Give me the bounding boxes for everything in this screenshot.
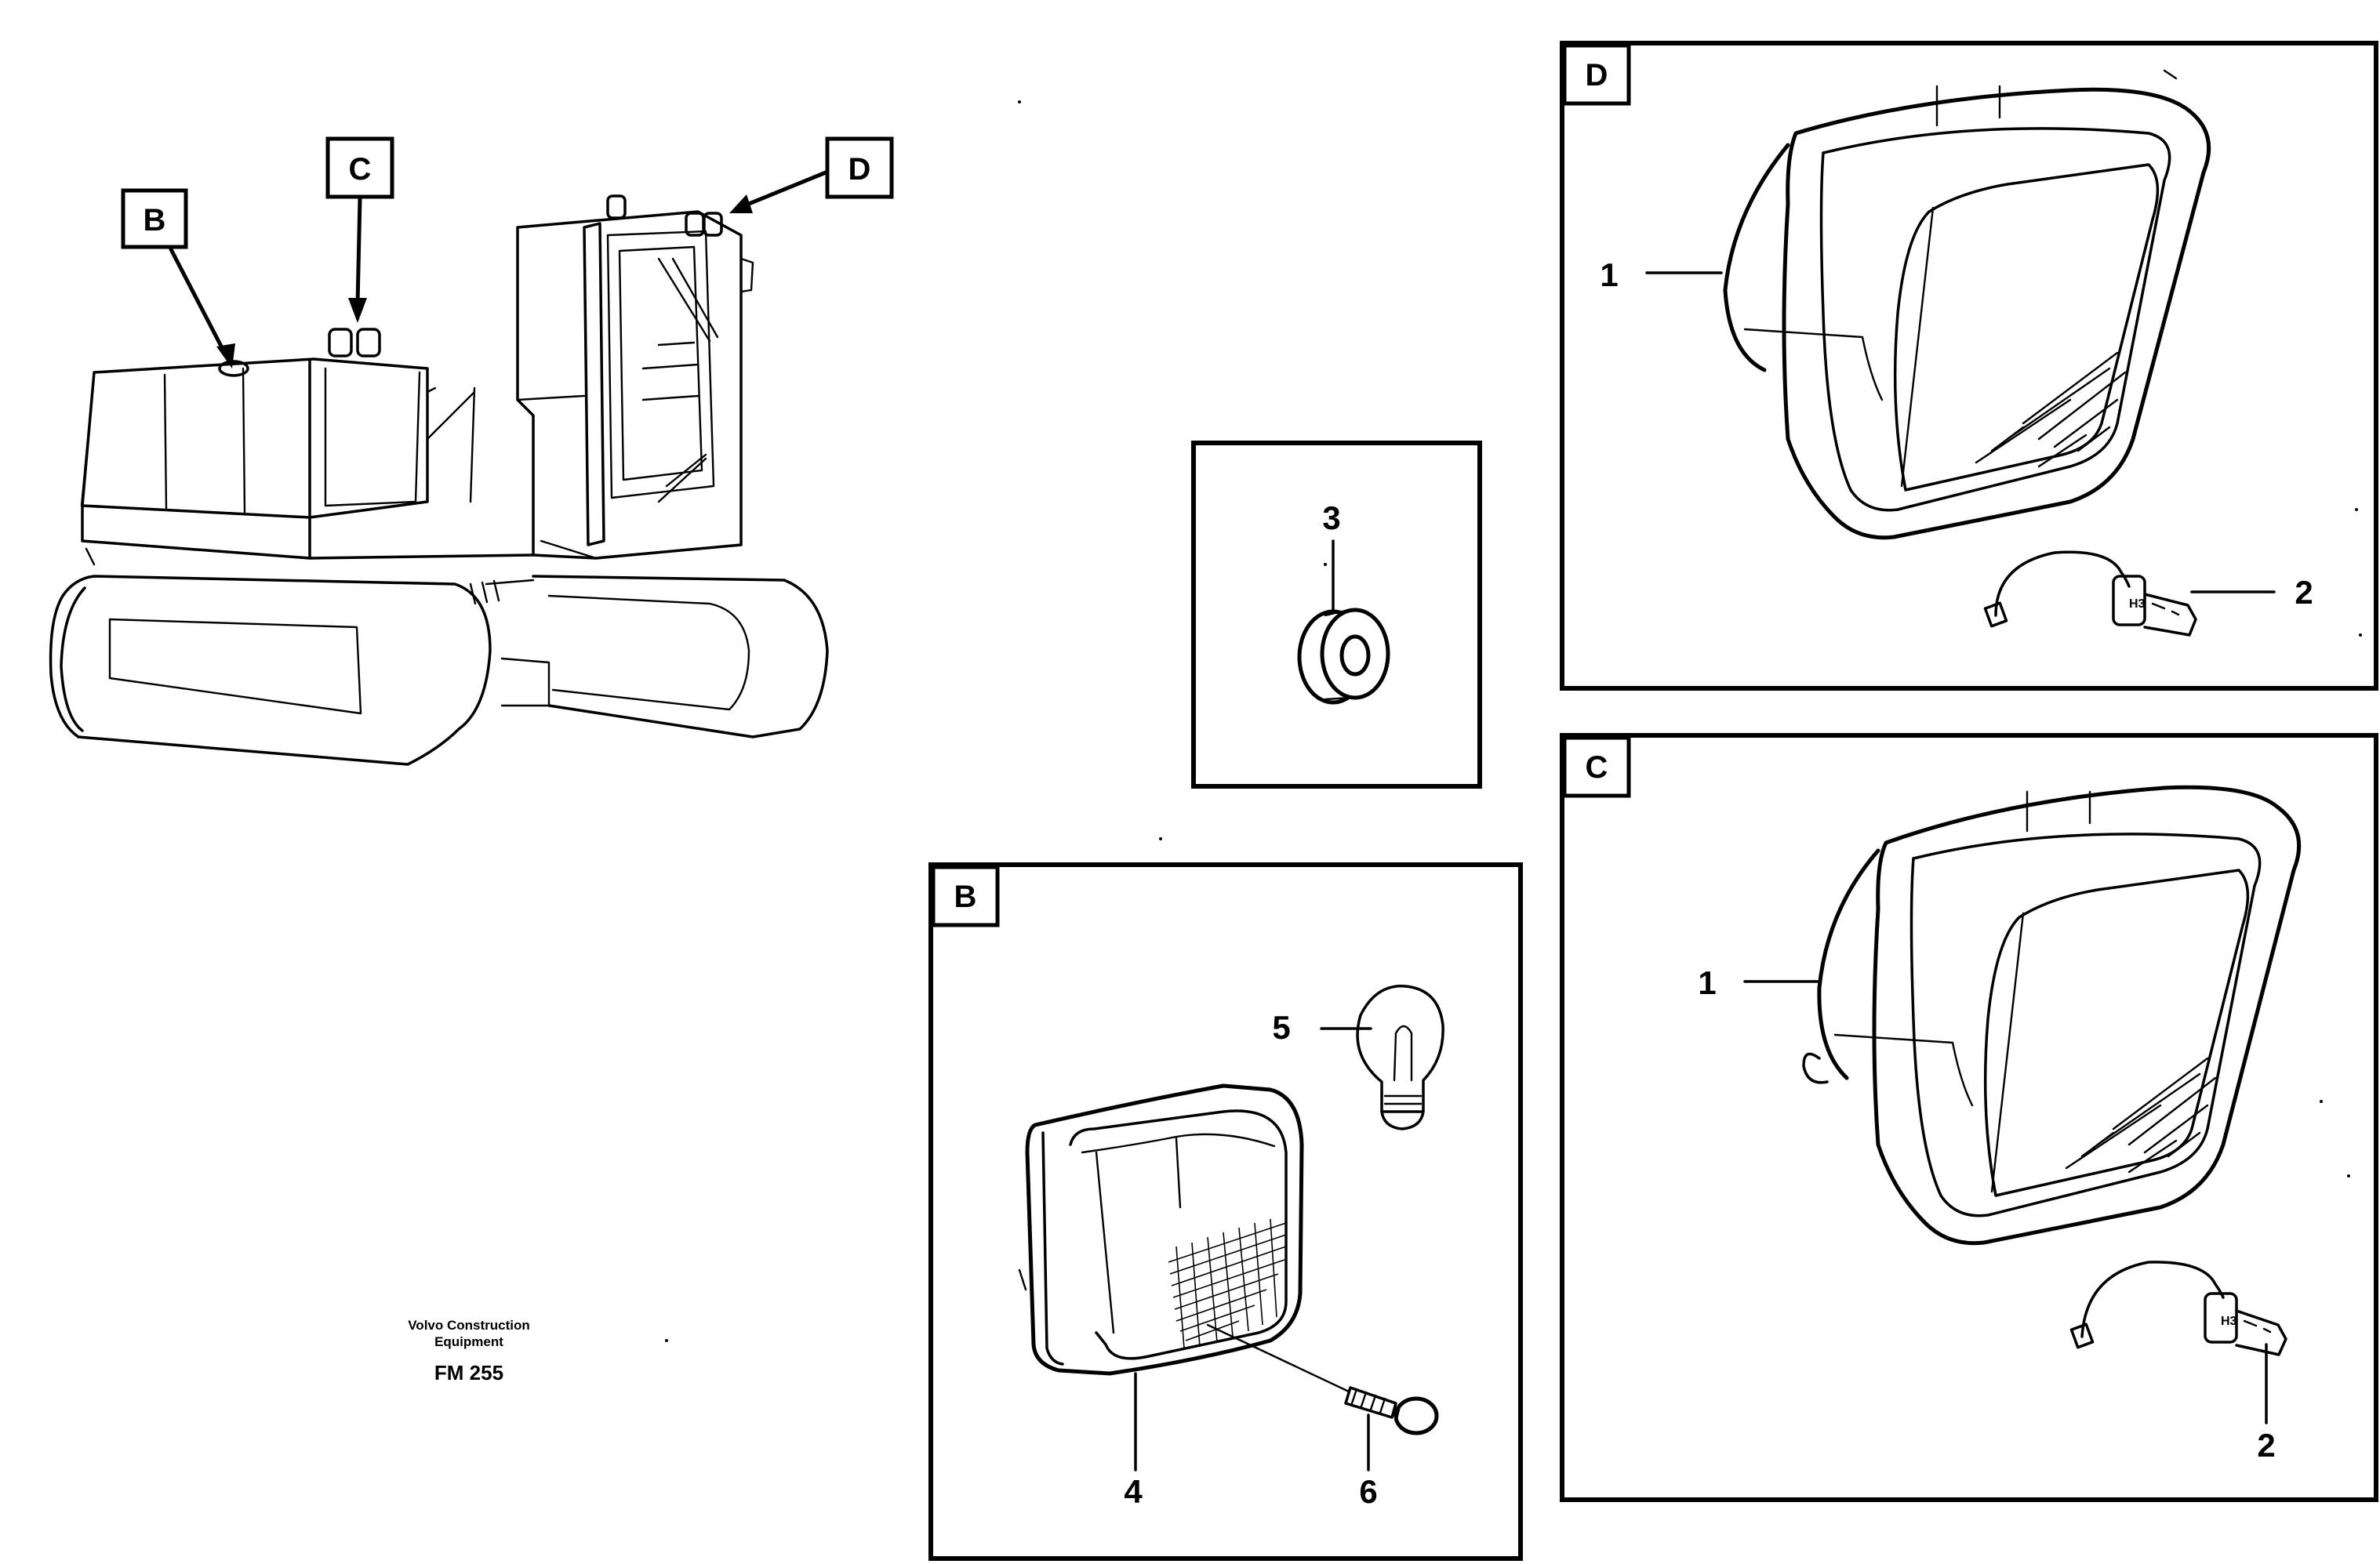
panel-c-tag: C — [1586, 750, 1608, 785]
part-number-5: 5 — [1272, 1009, 1290, 1046]
callout-b: B — [121, 188, 235, 368]
part-number-2: 2 — [2295, 574, 2313, 611]
caption-line-1: Volvo Construction — [408, 1318, 530, 1333]
bulb-holder-c: H3 — [2069, 1261, 2287, 1356]
caption-code: FM 255 — [434, 1361, 503, 1384]
callout-b-label: B — [144, 203, 166, 238]
work-lamp-c — [1802, 785, 2302, 1246]
part-number-1: 1 — [1600, 256, 1618, 293]
caption-line-2: Equipment — [434, 1334, 503, 1349]
panel-d-tag: D — [1586, 58, 1608, 93]
bulb-holder-d-marking: H3 — [2129, 597, 2146, 611]
bulb-holder-c-marking: H3 — [2221, 1315, 2237, 1328]
scan-specks — [665, 100, 2362, 1342]
callout-d-label: D — [848, 152, 871, 187]
callout-c-label: C — [349, 152, 372, 187]
part-number-2: 2 — [2257, 1427, 2275, 1464]
part-number-1: 1 — [1698, 964, 1716, 1001]
panel-b: B 5 4 — [928, 862, 1523, 1561]
side-lamp — [1018, 1083, 1304, 1376]
screw — [1344, 1386, 1439, 1435]
callout-d-arrowhead — [729, 194, 753, 213]
work-lamp-d — [1723, 69, 2211, 540]
bulb-holder-d: H3 — [1983, 550, 2197, 637]
excavator-drawing — [49, 194, 829, 766]
panel-grommet: 3 — [1191, 441, 1482, 789]
bulb — [1356, 985, 1444, 1130]
panel-c: C 1 H3 2 — [1560, 733, 2378, 1502]
callout-c-arrowhead — [348, 298, 367, 323]
callout-b-arrowhead — [216, 343, 235, 368]
part-number-4: 4 — [1124, 1473, 1143, 1510]
panel-d: D 1 H3 2 — [1560, 41, 2378, 691]
panel-b-tag: B — [954, 880, 977, 914]
callout-d: D — [729, 136, 894, 213]
caption: Volvo Construction Equipment FM 255 — [408, 1318, 530, 1384]
grommet — [1297, 608, 1390, 705]
callout-c: C — [325, 136, 394, 323]
part-number-6: 6 — [1359, 1473, 1377, 1510]
part-number-3: 3 — [1322, 499, 1340, 536]
